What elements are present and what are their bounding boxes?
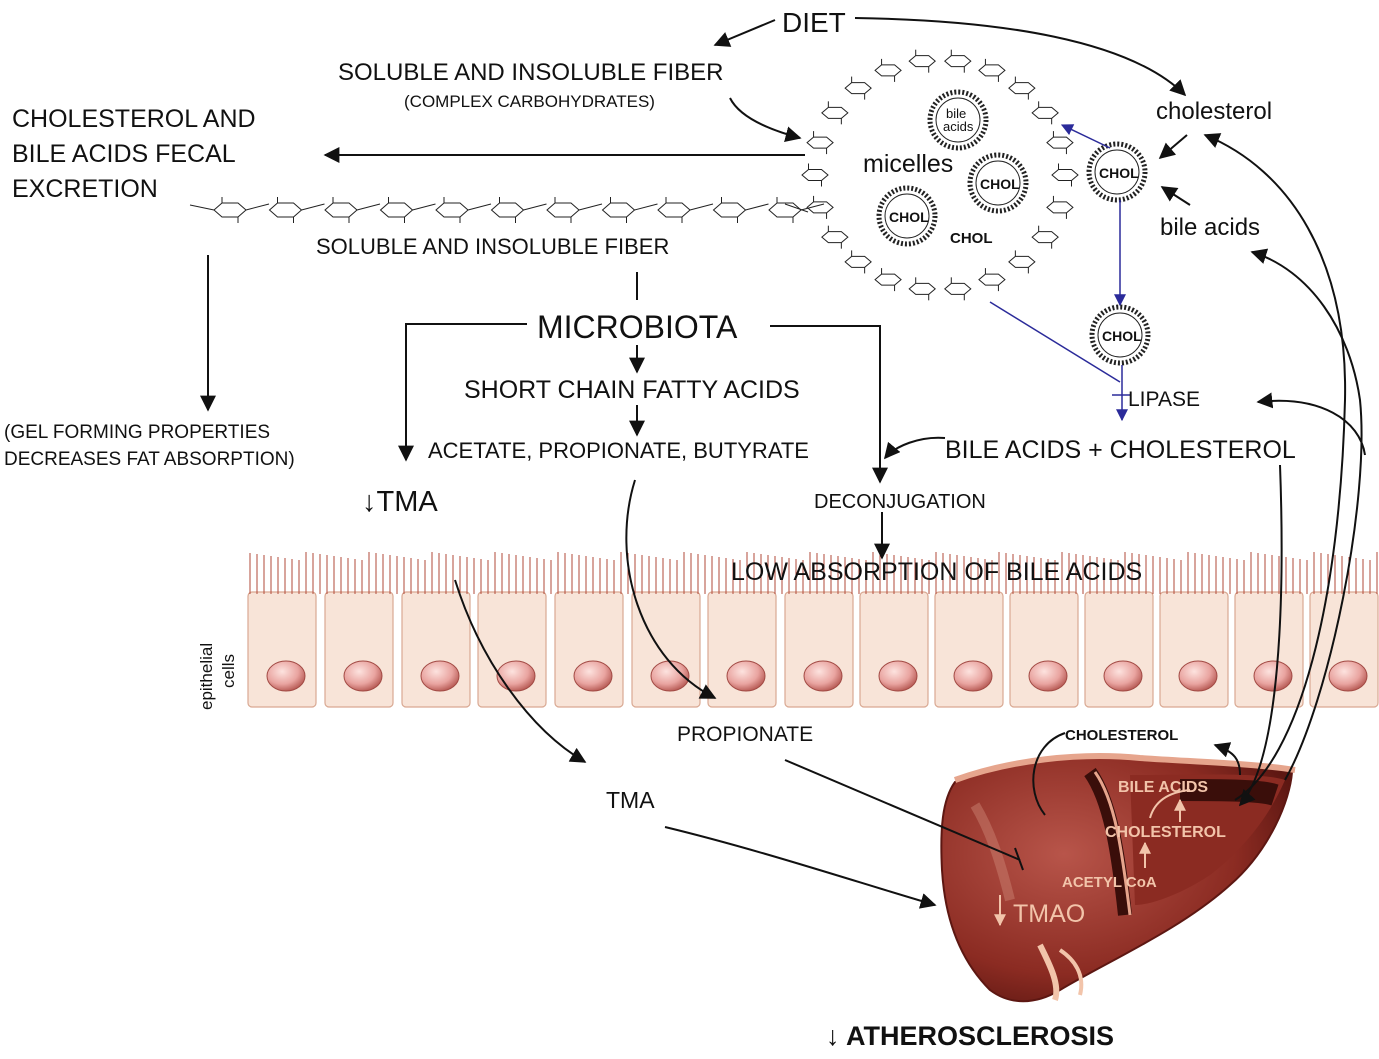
- epithelial-label-2: cells: [219, 654, 238, 688]
- fiber-mid-label: SOLUBLE AND INSOLUBLE FIBER: [316, 234, 669, 259]
- micelle-chol-lower: [1089, 304, 1151, 366]
- cell-nucleus: [1103, 660, 1143, 692]
- cell-nucleus: [420, 660, 460, 692]
- micelle-bile-label-1: bile: [946, 106, 966, 121]
- tma-down-label: ↓TMA: [362, 486, 438, 518]
- fecal-label-3: EXCRETION: [12, 175, 158, 203]
- tmao-label: ↓ TMAO: [994, 900, 1085, 928]
- cell-nucleus: [496, 660, 536, 692]
- fecal-label-1: CHOLESTEROL AND: [12, 105, 256, 133]
- micelle-chol-2: [876, 185, 938, 247]
- arrows: [200, 17, 1366, 909]
- cell-nucleus: [1328, 660, 1368, 692]
- acetate-label: ACETATE, PROPIONATE, BUTYRATE: [428, 438, 809, 463]
- micelle-ring: [801, 49, 1079, 301]
- micelle-chol-label-3: CHOL: [1099, 165, 1139, 181]
- lipase-label: LIPASE: [1128, 388, 1200, 411]
- gel-label-1: (GEL FORMING PROPERTIES: [4, 422, 270, 443]
- cholesterol-label: cholesterol: [1156, 98, 1272, 125]
- cell-nucleus: [1178, 660, 1218, 692]
- atherosclerosis-label: ↓ ATHEROSCLEROSIS: [826, 1021, 1114, 1051]
- scfa-label: SHORT CHAIN FATTY ACIDS: [464, 376, 800, 404]
- deconjugation-label: DECONJUGATION: [814, 491, 986, 513]
- epithelial-layer: [247, 591, 1379, 708]
- chol-free-label: CHOL: [950, 230, 993, 247]
- acetyl-coa-label: ACETYL CoA: [1062, 874, 1157, 891]
- blue-arrows: [989, 124, 1130, 422]
- cell-nucleus: [266, 660, 306, 692]
- liver-cholesterol-label: CHOLESTEROL: [1065, 727, 1178, 744]
- fiber-top-label: SOLUBLE AND INSOLUBLE FIBER: [338, 59, 723, 86]
- microbiota-label: MICROBIOTA: [537, 309, 738, 345]
- cell-nucleus: [878, 660, 918, 692]
- micelle-chol-free: [1086, 141, 1148, 203]
- diet-label: DIET: [782, 7, 846, 38]
- cell-nucleus: [1028, 660, 1068, 692]
- liver-bile-acids-label: BILE ACIDS: [1118, 779, 1208, 796]
- liver-cholesterol-inner-label: CHOLESTEROL: [1105, 824, 1226, 841]
- micelle-chol-label-4: CHOL: [1102, 328, 1142, 344]
- cell-nucleus: [1253, 660, 1293, 692]
- cell-nucleus: [573, 660, 613, 692]
- labels: DIET SOLUBLE AND INSOLUBLE FIBER (COMPLE…: [4, 7, 1296, 1051]
- propionate-label: PROPIONATE: [677, 723, 813, 746]
- epithelial-label-1: epithelial: [197, 643, 216, 710]
- liver: [940, 753, 1296, 1003]
- cell-nucleus: [803, 660, 843, 692]
- bile-acids-label: bile acids: [1160, 214, 1260, 241]
- fecal-label-2: BILE ACIDS FECAL: [12, 140, 236, 168]
- fiber-chain: [189, 197, 825, 223]
- liver-arrows: [994, 789, 1191, 927]
- micelle-chol-1: [967, 152, 1029, 214]
- complex-carbs-label: (COMPLEX CARBOHYDRATES): [404, 92, 655, 111]
- cell-nucleus: [343, 660, 383, 692]
- bile-chol-label: BILE ACIDS + CHOLESTEROL: [945, 436, 1296, 464]
- villi: [249, 552, 1378, 594]
- micelle-chol-label-2: CHOL: [889, 209, 929, 225]
- cell-nucleus: [953, 660, 993, 692]
- tma-label: TMA: [606, 787, 655, 813]
- low-absorption-label: LOW ABSORPTION OF BILE ACIDS: [731, 558, 1142, 586]
- gel-label-2: DECREASES FAT ABSORPTION): [4, 449, 295, 470]
- micelle-bile-acids: [927, 89, 989, 151]
- cell-nucleus: [726, 660, 766, 692]
- micelle-bile-label-2: acids: [943, 119, 974, 134]
- micelle-chol-label-1: CHOL: [980, 176, 1020, 192]
- micelles-label: micelles: [863, 150, 953, 178]
